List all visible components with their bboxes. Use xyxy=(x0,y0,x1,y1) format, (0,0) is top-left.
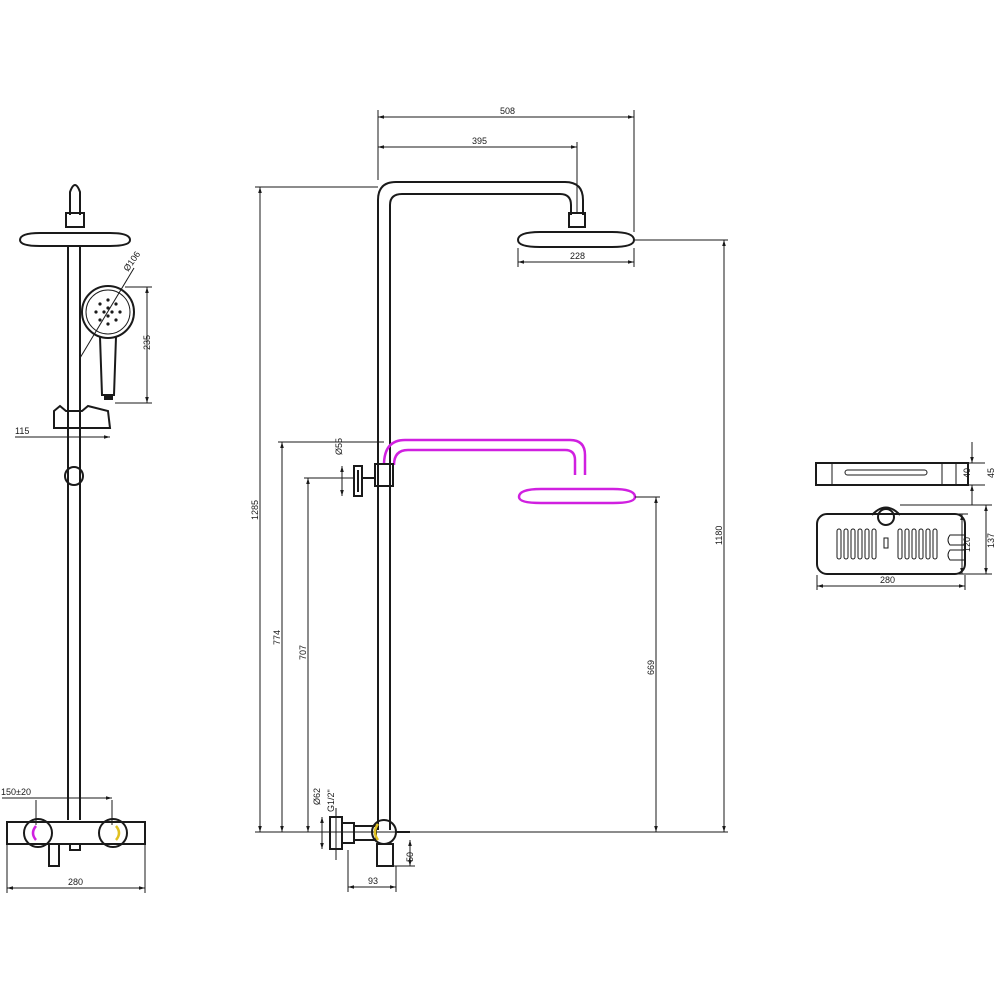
handshower-length-label: 235 xyxy=(142,335,152,350)
valve-height-label: 50 xyxy=(405,852,415,862)
shelf-top xyxy=(816,506,966,575)
front-view: 508 395 228 1285 1180 774 707 669 Ø55 xyxy=(250,106,728,892)
side-wall-bracket xyxy=(64,466,84,486)
wall-inlet-valve xyxy=(329,816,410,867)
rain-shower-head xyxy=(516,231,636,248)
handshower-diameter-label: Ø106 xyxy=(121,249,142,273)
head-connector xyxy=(568,212,586,228)
shelf-depth-label: 137 xyxy=(986,533,996,548)
escutcheon-diameter-label: Ø62 xyxy=(312,788,322,805)
mixer-width-label: 280 xyxy=(68,877,83,887)
lower-arm-height-label: 774 xyxy=(272,630,282,645)
wall-bracket xyxy=(353,465,375,497)
lower-head-height-label: 669 xyxy=(646,660,656,675)
inlet-spacing-label: 150±20 xyxy=(1,787,31,797)
shelf-side xyxy=(815,462,969,486)
bracket-height-label: 707 xyxy=(298,645,308,660)
side-mixer xyxy=(6,818,146,867)
shelf-total-thickness-label: 45 xyxy=(986,468,996,478)
bracket-diameter-label: Ø55 xyxy=(334,438,344,455)
shelf-depth-inner-label: 120 xyxy=(962,537,972,552)
thread-label: G1/2" xyxy=(326,789,336,812)
slider xyxy=(53,404,112,429)
diverter-block xyxy=(374,463,394,487)
overall-height-label: 1285 xyxy=(250,500,260,520)
shelf-width-label: 280 xyxy=(880,575,895,585)
side-head-connector xyxy=(65,212,85,228)
valve-projection-label: 93 xyxy=(368,876,378,886)
shelf-view: 40 45 120 137 280 xyxy=(815,442,996,590)
lower-arm-highlight xyxy=(382,438,637,505)
head-diameter-label: 228 xyxy=(570,251,585,261)
side-view: Ø106 235 115 150±20 280 xyxy=(1,184,152,893)
side-shower-head xyxy=(18,232,132,247)
head-height-label: 1180 xyxy=(714,526,724,545)
overall-reach-label: 508 xyxy=(500,106,515,116)
side-arm-top xyxy=(69,184,81,215)
handshower xyxy=(81,285,135,400)
shelf-thickness-label: 40 xyxy=(962,468,972,478)
slider-width-label: 115 xyxy=(15,426,29,436)
arm-reach-label: 395 xyxy=(472,136,487,146)
